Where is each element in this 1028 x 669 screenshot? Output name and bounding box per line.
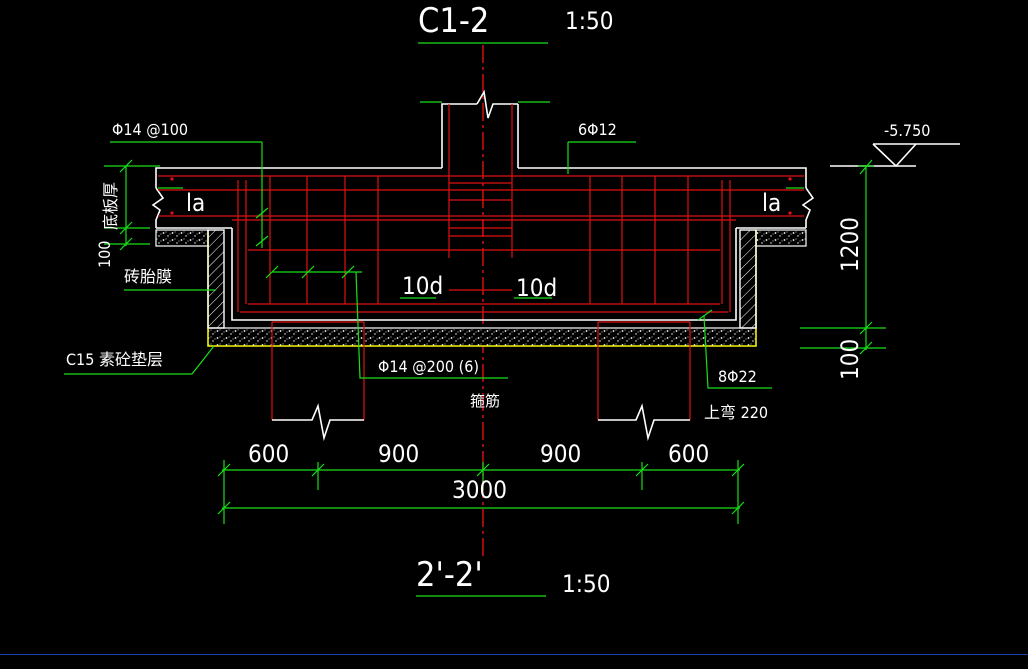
brick-membrane-left (207, 229, 225, 329)
cushion-right (755, 229, 807, 247)
label-lean-concrete: C15 素砼垫层 (66, 350, 163, 369)
side-bars-leader (697, 309, 772, 389)
cushion-bottom (207, 327, 757, 347)
dimension-chain (217, 460, 745, 524)
label-column-bars: 6Φ12 (578, 120, 617, 139)
pile-break-left (272, 403, 364, 442)
dim-seg-3: 900 (540, 440, 581, 468)
label-bend-up: 上弯 220 (704, 403, 768, 422)
right-dimensions (800, 159, 886, 355)
top-title: C1-2 (418, 1, 489, 41)
dim-seg-4: 600 (668, 440, 709, 468)
pile-break-right (598, 403, 690, 442)
brick-membrane-right (739, 229, 757, 329)
left-thickness-dim (104, 159, 160, 251)
label-10d-left: 10d (402, 272, 443, 300)
label-10d-right: 10d (516, 274, 557, 302)
label-bottom-rebar: Φ14 @200 (6) (378, 357, 479, 376)
dim-total: 3000 (452, 476, 507, 504)
label-height-1200: 1200 (836, 217, 864, 272)
cushion-left (155, 229, 209, 247)
label-top-rebar: Φ14 @100 (112, 120, 188, 139)
label-height-100: 100 (836, 339, 864, 380)
la-left: la (186, 189, 205, 217)
label-elevation: -5.750 (884, 121, 930, 140)
bottom-title: 2'-2' (416, 555, 483, 595)
footing-outline (151, 167, 815, 321)
label-stirrup: 箍筋 (470, 392, 500, 410)
viewport-bottom-edge (0, 654, 1028, 669)
label-brick-membrane: 砖胎膜 (124, 267, 172, 286)
elevation-marker (830, 143, 960, 168)
la-right: la (762, 189, 781, 217)
label-slab-thickness: 底板厚 (101, 182, 120, 230)
dim-seg-2: 900 (378, 440, 419, 468)
top-scale: 1:50 (565, 7, 613, 35)
bottom-scale: 1:50 (562, 570, 610, 598)
label-side-bars: 8Φ22 (718, 367, 757, 386)
dim-seg-1: 600 (248, 440, 289, 468)
bottom-rebar-leader (265, 265, 508, 379)
rebar-cage (158, 175, 804, 420)
column-stub (420, 89, 550, 258)
label-slab-value: 100 (95, 241, 114, 268)
